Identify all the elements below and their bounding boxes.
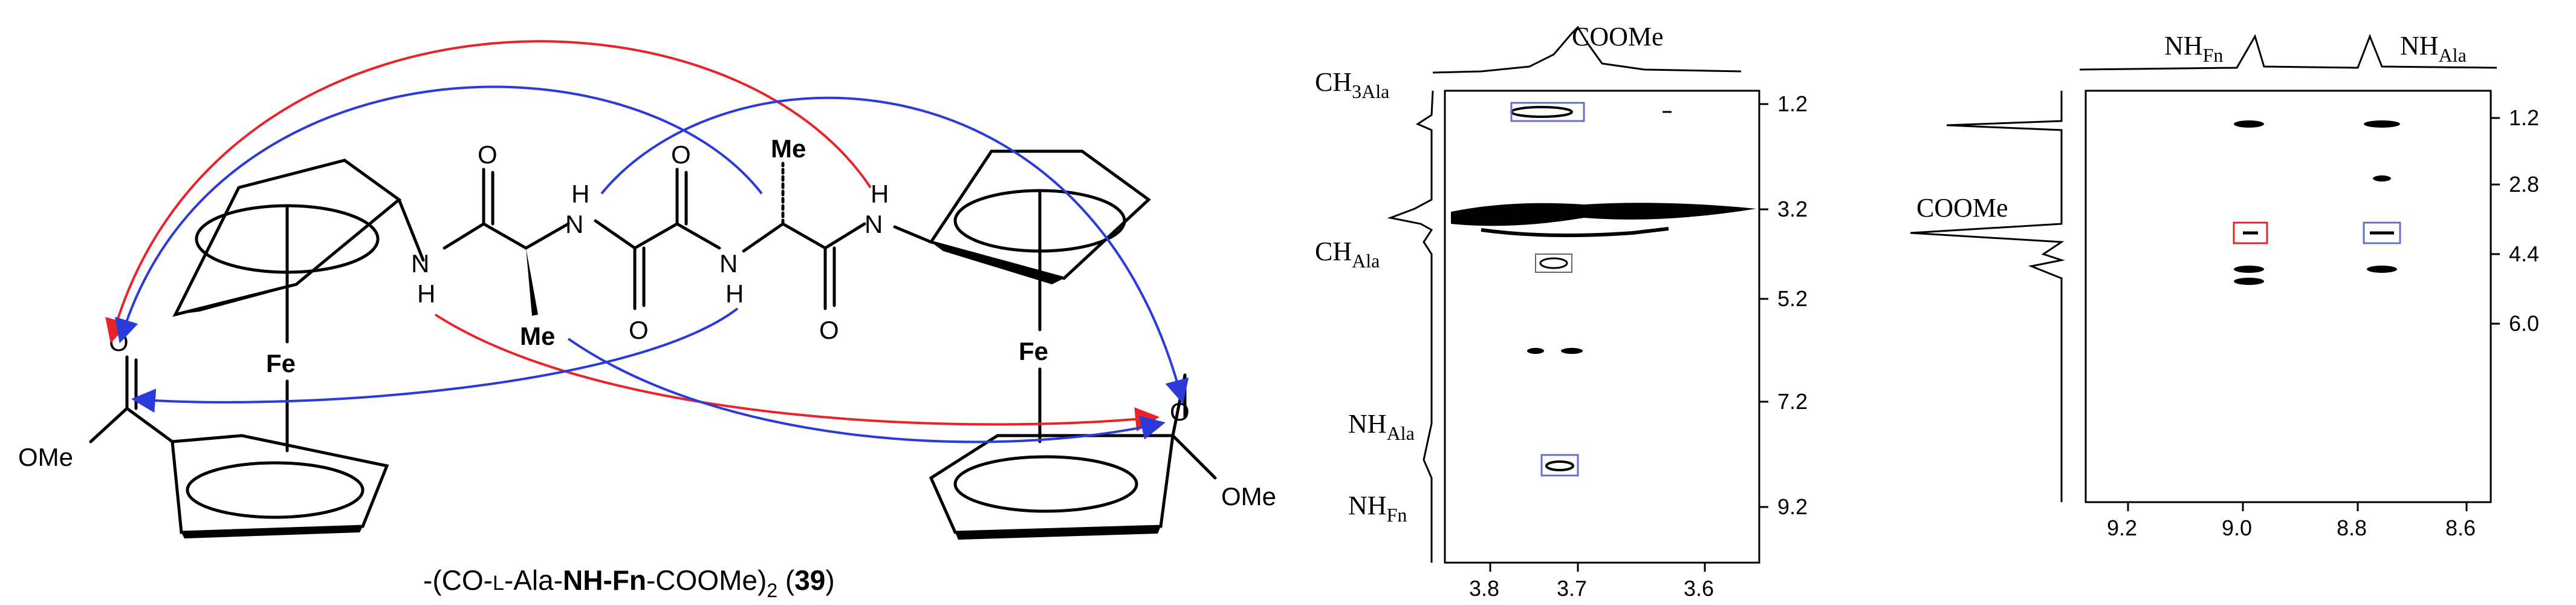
spectrum1-y-tick-1: 3.2 bbox=[1777, 197, 1808, 221]
spectrum2-label-nh-fn: NHFn bbox=[2164, 31, 2223, 66]
ome-left: OMe bbox=[18, 443, 73, 471]
spectrum1-peaks bbox=[1451, 102, 1756, 477]
spectrum1-top-projection bbox=[1432, 25, 1742, 74]
spectrum1-projection-label: COOMe bbox=[1572, 22, 1664, 51]
spectrum1-y-tick-3: 7.2 bbox=[1777, 389, 1808, 414]
spectrum2-x-axis: 9.2 9.0 8.8 8.6 bbox=[2107, 502, 2476, 540]
spectrum1-frame bbox=[1444, 90, 1760, 564]
methyl-left: Me bbox=[520, 322, 555, 350]
spectrum2-x-tick-2: 8.8 bbox=[2337, 515, 2367, 540]
label-nh-ala: NHAla bbox=[1348, 409, 1415, 444]
nh-fn-left-h: H bbox=[417, 280, 435, 308]
noe-arrow-blue-middle bbox=[131, 307, 739, 413]
ester-oxygen-left: O bbox=[109, 328, 129, 356]
ome-right: OMe bbox=[1221, 482, 1276, 511]
ferrocene-right-upper-ring bbox=[928, 149, 1151, 332]
spectrum2-left-projection bbox=[1910, 91, 2065, 502]
ester-oxygen-right: O bbox=[1170, 397, 1190, 426]
noe-arrow-blue-top-right bbox=[600, 96, 1189, 404]
spectrum2-y-tick-2: 4.4 bbox=[2509, 241, 2539, 266]
nmr-spectrum-1: COOMe 1.2 3.2 5.2 7.2 9.2 3.8 3.7 3.6 bbox=[1315, 22, 1808, 601]
carbonyl-o-3: O bbox=[671, 140, 691, 169]
spectrum1-y-tick-2: 5.2 bbox=[1777, 286, 1808, 311]
noe-arrow-blue-top-left bbox=[115, 85, 763, 344]
ferrocene-left-upper-ring bbox=[172, 159, 425, 344]
ferrocene-right-lower-ring bbox=[929, 434, 1175, 540]
spectrum1-x-axis: 3.8 3.7 3.6 bbox=[1469, 563, 1714, 601]
spectrum1-left-projection bbox=[1387, 90, 1434, 563]
methyl-right: Me bbox=[771, 134, 806, 163]
spectrum1-x-tick-0: 3.8 bbox=[1469, 576, 1499, 601]
fe-atom-right: Fe bbox=[1019, 337, 1048, 365]
spectrum2-side-label-coome: COOMe bbox=[1916, 193, 2008, 223]
nh-fn-left-n: N bbox=[411, 249, 429, 278]
nh-ala-right-h: H bbox=[725, 280, 744, 308]
label-nh-fn: NHFn bbox=[1348, 491, 1407, 526]
ferrocene-left-lower-ring bbox=[170, 434, 389, 538]
label-ch3-ala: CH3Ala bbox=[1315, 67, 1389, 102]
chemical-structure: Fe O OMe N H O Me N H O O bbox=[18, 40, 1276, 601]
noe-arrow-blue-bottom bbox=[567, 338, 1166, 443]
spectrum1-x-tick-1: 3.7 bbox=[1557, 576, 1587, 601]
spectrum2-y-axis: 1.2 2.8 4.4 6.0 bbox=[2491, 105, 2539, 336]
noe-arrow-red-top bbox=[105, 40, 872, 344]
spectrum1-y-axis: 1.2 3.2 5.2 7.2 9.2 bbox=[1759, 91, 1808, 519]
spectrum2-y-tick-1: 2.8 bbox=[2509, 172, 2539, 197]
spectrum1-y-tick-0: 1.2 bbox=[1777, 91, 1808, 116]
spectrum2-label-nh-ala: NHAla bbox=[2400, 31, 2467, 66]
nh-fn-right-n: N bbox=[865, 210, 883, 238]
compound-caption: -(CO-L-Ala-NH-Fn-COOMe)2 (39) bbox=[423, 564, 835, 601]
spectrum1-y-tick-4: 9.2 bbox=[1777, 494, 1808, 519]
noe-arrows bbox=[105, 40, 1189, 443]
spectrum2-peaks bbox=[2233, 120, 2401, 285]
label-ch-ala: CHAla bbox=[1315, 237, 1380, 272]
fe-atom-left: Fe bbox=[266, 349, 296, 378]
nh-ala-right-n: N bbox=[719, 249, 738, 278]
spectrum2-y-tick-0: 1.2 bbox=[2509, 105, 2539, 130]
nh-ala-left-h: H bbox=[571, 180, 589, 208]
spectrum2-x-tick-0: 9.2 bbox=[2107, 515, 2137, 540]
carbonyl-o-4: O bbox=[819, 316, 839, 344]
spectrum2-x-tick-1: 9.0 bbox=[2222, 515, 2252, 540]
nmr-spectrum-2: NHFn NHAla COOMe 1.2 2.8 4.4 6.0 9.2 9.0… bbox=[1910, 31, 2539, 540]
spectrum2-x-tick-3: 8.6 bbox=[2445, 515, 2476, 540]
carbonyl-o-2: O bbox=[629, 316, 649, 344]
carbonyl-o-1: O bbox=[478, 140, 498, 169]
spectrum2-y-tick-3: 6.0 bbox=[2509, 311, 2539, 336]
noe-arrow-red-bottom bbox=[434, 313, 1160, 431]
nh-ala-left-n: N bbox=[565, 210, 583, 238]
spectrum2-frame bbox=[2084, 90, 2492, 503]
spectrum2-top-projection bbox=[2079, 33, 2497, 71]
nh-fn-right-h: H bbox=[871, 180, 889, 208]
spectrum1-x-tick-2: 3.6 bbox=[1684, 576, 1714, 601]
